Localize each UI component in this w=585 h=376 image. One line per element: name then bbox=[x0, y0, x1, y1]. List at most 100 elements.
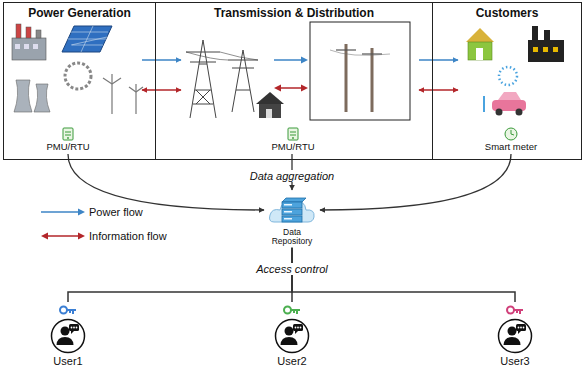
pmu-icon-part bbox=[63, 128, 73, 140]
pmu-icon bbox=[62, 127, 74, 141]
power-plant-factory-part bbox=[12, 38, 46, 60]
repository-icon-part bbox=[270, 200, 315, 222]
wind-turbines-part bbox=[103, 78, 112, 84]
wind-turbines-part bbox=[135, 92, 136, 114]
key-icon-part bbox=[296, 310, 298, 314]
electric-car-part bbox=[496, 109, 503, 116]
pmu-icon-part bbox=[65, 135, 71, 136]
connector bbox=[320, 154, 511, 210]
grid-ring bbox=[65, 63, 91, 89]
key-icon-part bbox=[69, 310, 71, 313]
legend-line bbox=[46, 235, 80, 237]
user-icon-part bbox=[518, 331, 521, 334]
data-repository: Data Repository bbox=[266, 192, 318, 246]
cooling-towers bbox=[14, 80, 50, 112]
key-icon-part bbox=[67, 309, 76, 311]
key-icon-part bbox=[293, 310, 295, 313]
user-icon-part-part bbox=[76, 327, 78, 329]
node-label: PMU/RTU bbox=[271, 141, 314, 152]
node-label: User1 bbox=[53, 355, 82, 367]
section-panel: CustomersSmart meter bbox=[432, 2, 582, 160]
user-icon-part bbox=[69, 324, 79, 331]
flow-label: Data aggregation bbox=[247, 170, 337, 182]
key-icon bbox=[506, 304, 524, 316]
node-label: Smart meter bbox=[485, 141, 537, 152]
customer-house-part bbox=[476, 48, 483, 60]
customer-house-part bbox=[466, 28, 494, 42]
legend-text: Power flow bbox=[89, 206, 143, 218]
legend-row: Power flow bbox=[40, 206, 143, 218]
meter-icon-part bbox=[510, 130, 511, 134]
solar-panel-part bbox=[62, 26, 112, 52]
legend-line bbox=[41, 211, 80, 213]
section-panel: Power GenerationPMU/RTU bbox=[3, 2, 156, 160]
transmission-towers-part bbox=[186, 40, 220, 118]
wind-turbines-part bbox=[129, 87, 136, 92]
power-plant-factory-part bbox=[16, 24, 21, 38]
user-icon-part bbox=[293, 324, 303, 331]
connector bbox=[142, 89, 181, 91]
repository-icon-part-part bbox=[284, 218, 292, 220]
inner-flow-arrows-part bbox=[274, 59, 302, 61]
solar-panel-part bbox=[70, 32, 108, 33]
repository-icon-part bbox=[282, 198, 306, 222]
wind-turbines-part bbox=[135, 84, 136, 92]
solar-panel-part bbox=[72, 45, 103, 46]
dotted-ring-part bbox=[499, 67, 517, 85]
power-plant-factory-part bbox=[24, 44, 29, 49]
user-icon-part bbox=[285, 327, 294, 336]
key-icon-part bbox=[291, 309, 300, 311]
legend-arrowhead bbox=[41, 233, 48, 240]
meter-icon-part bbox=[511, 134, 514, 135]
user-icon-part bbox=[71, 327, 78, 329]
customer-factory-part bbox=[543, 47, 548, 52]
power-plant-factory-part bbox=[26, 27, 31, 38]
user-icon-part-part bbox=[73, 327, 75, 329]
cooling-towers-part bbox=[34, 84, 50, 112]
key-icon bbox=[283, 304, 301, 316]
user-node: User3 bbox=[497, 304, 533, 367]
house-part bbox=[259, 104, 281, 118]
wind-turbines bbox=[103, 74, 143, 114]
user-icon-part bbox=[276, 320, 309, 353]
wind-turbines-part bbox=[111, 74, 112, 84]
cooling-towers-part bbox=[14, 80, 32, 112]
customer-house bbox=[466, 28, 494, 60]
inner-flow-arrows-part bbox=[274, 85, 281, 92]
user-icon-part bbox=[295, 331, 298, 334]
user-icon-part-part bbox=[71, 327, 73, 329]
electric-car-part bbox=[516, 109, 523, 116]
user-icon bbox=[274, 318, 310, 354]
legend-text: Information flow bbox=[89, 230, 167, 242]
transmission-towers-part bbox=[186, 52, 258, 60]
electric-car-part bbox=[483, 96, 485, 112]
pmu-icon-part bbox=[290, 132, 296, 133]
pmu-icon-part bbox=[288, 128, 298, 140]
user-icon bbox=[497, 318, 533, 354]
key-icon-part bbox=[507, 307, 514, 314]
device-node: Smart meter bbox=[485, 127, 537, 152]
user-icon-part bbox=[281, 337, 298, 345]
inner-flow-arrows-part bbox=[301, 57, 308, 64]
repository-icon-part-part bbox=[282, 202, 302, 208]
device-node: PMU/RTU bbox=[271, 127, 314, 152]
house bbox=[256, 92, 284, 118]
customer-factory bbox=[528, 26, 564, 62]
customer-factory-part bbox=[528, 40, 564, 62]
house-part bbox=[256, 92, 284, 104]
meter-icon bbox=[504, 127, 518, 141]
user-icon bbox=[50, 318, 86, 354]
key-icon-part bbox=[284, 307, 291, 314]
key-icon-part bbox=[516, 310, 518, 313]
user-icon-part bbox=[52, 320, 85, 353]
user-icon-part-part bbox=[518, 327, 520, 329]
repository-icon-part-part bbox=[284, 204, 292, 206]
user-icon-part bbox=[518, 327, 525, 329]
legend-sample bbox=[40, 207, 86, 217]
device-node: PMU/RTU bbox=[46, 127, 89, 152]
user-icon-part-part bbox=[300, 327, 302, 329]
inner-flow-arrows-part bbox=[301, 85, 308, 92]
distribution-box-part bbox=[310, 22, 410, 120]
node-label: PMU/RTU bbox=[46, 141, 89, 152]
distribution-box-part-part bbox=[362, 53, 382, 54]
